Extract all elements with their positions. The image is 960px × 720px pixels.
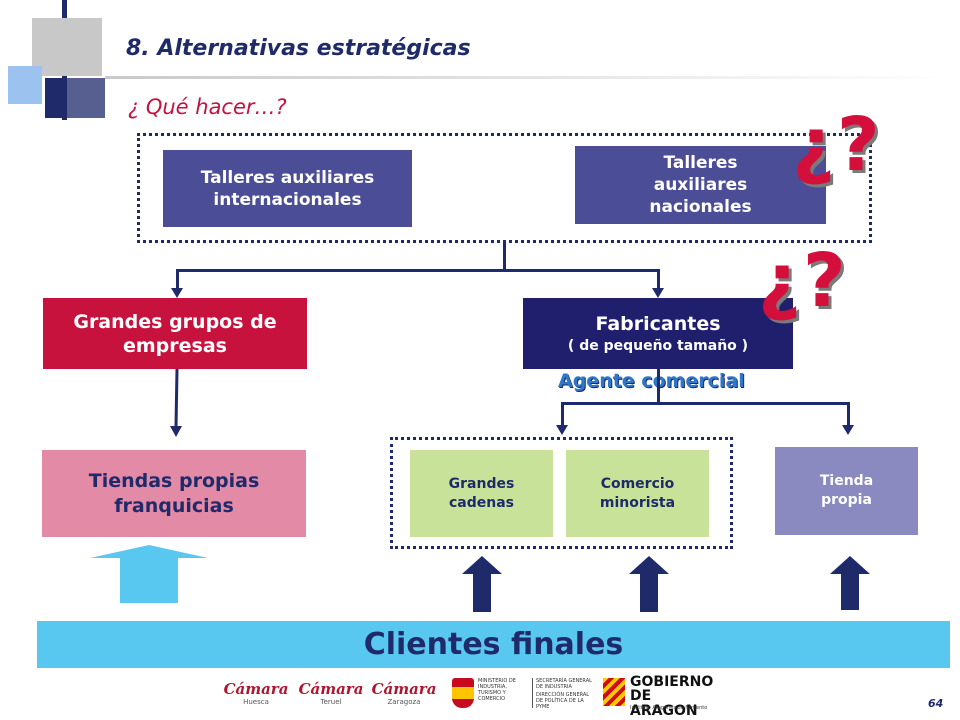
logo-gobierno-aragon: GOBIERNO DE ARAGON Instituto Aragonés de… bbox=[603, 674, 723, 719]
connector-left-drop bbox=[176, 269, 179, 291]
big-chains-label: Grandes cadenas bbox=[448, 475, 515, 511]
question-mark-top: ¿? bbox=[792, 102, 882, 188]
gov-subtitle: Instituto Aragonés de Fomento bbox=[630, 705, 708, 711]
camara-huesca-city: Huesca bbox=[243, 698, 269, 706]
page-subtitle: ¿ Qué hacer…? bbox=[128, 95, 287, 119]
manufacturers-title: Fabricantes bbox=[595, 312, 721, 335]
supplier-national-box: Talleres auxiliares nacionales bbox=[575, 146, 826, 224]
header-rule bbox=[105, 76, 955, 79]
camara-teruel-city: Teruel bbox=[320, 698, 342, 706]
camara-teruel-text: Cámara bbox=[298, 680, 364, 698]
logo-camara-zaragoza: Cámara Zaragoza bbox=[370, 680, 438, 706]
final-customers-bar: Clientes finales bbox=[37, 621, 950, 668]
retail-group-border bbox=[390, 437, 733, 549]
big-chains-box: Grandes cadenas bbox=[410, 450, 553, 537]
arrow-head-agent-left bbox=[556, 425, 568, 435]
question-mark-middle: ¿? bbox=[758, 238, 848, 324]
supplier-national-label: Talleres auxiliares nacionales bbox=[649, 153, 752, 217]
agent-right-drop bbox=[847, 402, 850, 427]
arrow-head-left bbox=[171, 288, 183, 298]
own-store-label: Tienda propia bbox=[819, 473, 874, 508]
agent-drop bbox=[657, 369, 660, 403]
connector-right-drop bbox=[657, 269, 660, 291]
retail-label: Comercio minorista bbox=[599, 475, 676, 511]
big-groups-box: Grandes grupos de empresas bbox=[43, 298, 307, 369]
corner-decoration bbox=[0, 0, 110, 125]
gov-line-2: DE ARAGON bbox=[630, 688, 698, 719]
ministry-name: MINISTERIO DE INDUSTRIA, TURISMO Y COMER… bbox=[478, 678, 516, 702]
page-number: 64 bbox=[928, 697, 944, 710]
camara-huesca-text: Cámara bbox=[223, 680, 289, 698]
ministry-secretary: SECRETARÍA GENERAL DE INDUSTRIA bbox=[536, 678, 592, 690]
arrow-head-right bbox=[652, 288, 664, 298]
big-groups-label: Grandes grupos de empresas bbox=[73, 310, 277, 357]
logo-camara-huesca: Cámara Huesca bbox=[222, 680, 290, 706]
connector-top-horizontal bbox=[176, 269, 660, 272]
own-stores-box: Tiendas propias franquicias bbox=[42, 450, 306, 537]
logo-ministry: MINISTERIO DE INDUSTRIA, TURISMO Y COMER… bbox=[452, 676, 592, 712]
agent-label: Agente comercial bbox=[558, 370, 745, 392]
page-title: 8. Alternativas estratégicas bbox=[126, 36, 471, 61]
connector-top-down bbox=[503, 243, 506, 270]
big-groups-arrow bbox=[170, 368, 185, 439]
supplier-group-border bbox=[137, 133, 872, 243]
customers-arrow-own-stores bbox=[90, 545, 208, 603]
camara-zaragoza-text: Cámara bbox=[371, 680, 437, 698]
logo-camara-teruel: Cámara Teruel bbox=[297, 680, 365, 706]
manufacturers-note: ( de pequeño tamaño ) bbox=[567, 337, 749, 354]
supplier-international-label: Talleres auxiliares internacionales bbox=[200, 167, 375, 210]
retail-box: Comercio minorista bbox=[566, 450, 709, 537]
supplier-international-box: Talleres auxiliares internacionales bbox=[163, 150, 412, 227]
aragon-flag-icon bbox=[603, 678, 625, 706]
manufacturers-box: Fabricantes ( de pequeño tamaño ) bbox=[523, 298, 793, 369]
own-stores-label: Tiendas propias franquicias bbox=[88, 469, 260, 517]
customers-arrow-big-chains bbox=[462, 556, 502, 612]
customers-arrow-own-store bbox=[830, 556, 870, 610]
own-store-box: Tienda propia bbox=[775, 447, 918, 535]
ministry-direction: DIRECCIÓN GENERAL DE POLÍTICA DE LA PYME bbox=[536, 692, 590, 710]
customers-arrow-retail bbox=[629, 556, 669, 612]
gov-line-1: GOBIERNO bbox=[630, 674, 714, 690]
arrow-head-agent-right bbox=[842, 425, 854, 435]
camara-zaragoza-city: Zaragoza bbox=[387, 698, 421, 706]
agent-left-drop bbox=[561, 402, 564, 427]
spain-shield-icon bbox=[452, 678, 474, 708]
agent-horizontal bbox=[561, 402, 850, 405]
final-customers-label: Clientes finales bbox=[363, 627, 624, 662]
